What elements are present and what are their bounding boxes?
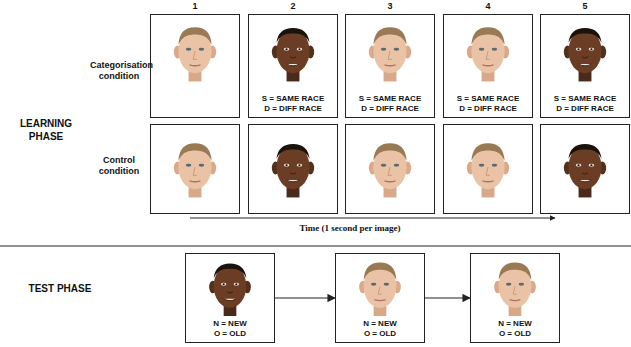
test-image-frame: N = NEWO = OLD [185, 253, 275, 343]
response-key: D = DIFF RACE [459, 104, 517, 114]
response-key: D = DIFF RACE [556, 104, 614, 114]
row-label: LEARNING PHASE [4, 118, 88, 143]
learning-image-frame: S = SAME RACED = DIFF RACE [345, 14, 435, 118]
response-key: N = NEW [363, 319, 397, 329]
learning-image-frame: S = SAME RACED = DIFF RACE [248, 14, 338, 118]
response-key: S = SAME RACE [457, 94, 519, 104]
column-number: 3 [370, 1, 410, 12]
learning-image-frame: S = SAME RACED = DIFF RACE [443, 14, 533, 118]
response-key: O = OLD [364, 329, 396, 339]
row-label: Control condition [90, 155, 148, 178]
row-label: Categorisation condition [90, 60, 148, 83]
response-key: S = SAME RACE [359, 94, 421, 104]
response-key: D = DIFF RACE [361, 104, 419, 114]
column-number: 4 [468, 1, 508, 12]
learning-image-frame: S = SAME RACED = DIFF RACE [540, 14, 630, 118]
sequence-arrow [275, 297, 335, 298]
column-number: 1 [175, 1, 215, 12]
column-number: 5 [565, 1, 605, 12]
sequence-arrow [425, 297, 470, 298]
response-key: S = SAME RACE [554, 94, 616, 104]
test-image-frame: N = NEWO = OLD [470, 253, 560, 343]
response-key: D = DIFF RACE [264, 104, 322, 114]
response-key: N = NEW [498, 319, 532, 329]
test-image-frame: N = NEWO = OLD [335, 253, 425, 343]
response-key: O = OLD [499, 329, 531, 339]
response-key: N = NEW [213, 319, 247, 329]
column-number: 2 [273, 1, 313, 12]
response-key: O = OLD [214, 329, 246, 339]
axis-label: Time (1 second per image) [240, 223, 460, 234]
response-key: S = SAME RACE [262, 94, 324, 104]
row-label: TEST PHASE [20, 283, 100, 296]
